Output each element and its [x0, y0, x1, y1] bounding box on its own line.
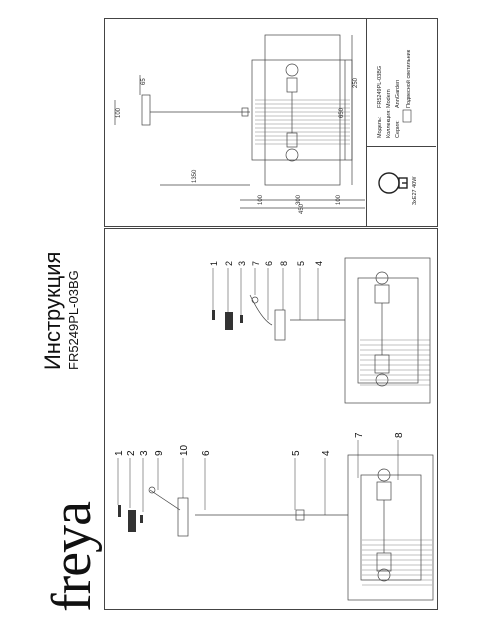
- dim-250: 250: [353, 77, 359, 88]
- assembly-view-lower: [148, 454, 434, 601]
- dim-1350: 1350: [192, 169, 198, 183]
- callout-r-7: 7: [251, 261, 261, 266]
- callout-leaders: [117, 268, 399, 515]
- hardware-upper: [212, 310, 243, 330]
- callout-l-7: 7: [354, 432, 365, 438]
- info-series-label: Серия:: [395, 120, 401, 138]
- callout-l-4: 4: [321, 450, 332, 456]
- callout-r-5: 5: [296, 261, 306, 266]
- hardware-lower: [118, 505, 143, 532]
- info-series-value: AnnGarden: [395, 80, 401, 108]
- info-type-value: Подвесной светильник: [405, 49, 412, 108]
- callout-r-4: 4: [314, 261, 324, 266]
- info-collection-value: Modern: [386, 89, 392, 108]
- callout-l-9: 9: [154, 450, 165, 456]
- dim-650: 650: [339, 107, 345, 118]
- info-model-value: FR5249PL-03BG: [377, 66, 383, 108]
- callout-l-5: 5: [291, 450, 302, 456]
- info-divider: [366, 146, 436, 147]
- callout-r-1: 1: [209, 261, 219, 266]
- dim-450: 450: [299, 203, 305, 214]
- dim-65: 65: [141, 78, 147, 85]
- callout-r-6: 6: [264, 261, 274, 266]
- callout-r-2: 2: [224, 261, 234, 266]
- callout-r-3: 3: [237, 261, 247, 266]
- dim-300: 300: [296, 194, 302, 205]
- info-frame: [366, 18, 438, 227]
- dim-100c: 100: [116, 107, 122, 118]
- callout-l-8: 8: [394, 432, 405, 438]
- info-collection-label: Коллекция:: [386, 109, 392, 138]
- callout-l-2: 2: [126, 450, 137, 456]
- assembly-frame: [104, 228, 438, 610]
- callout-r-8: 8: [279, 261, 289, 266]
- callout-l-1: 1: [114, 450, 125, 456]
- callout-l-6: 6: [201, 450, 212, 456]
- pendant-icon: [402, 109, 412, 123]
- callout-l-10: 10: [179, 444, 190, 456]
- dim-100b: 100: [336, 194, 342, 205]
- info-model-label: Модель:: [377, 116, 383, 138]
- assembly-view-upper: [249, 257, 431, 404]
- lamp-spec: 3xE27 40W: [412, 176, 418, 205]
- bulb-icon: [378, 172, 408, 194]
- callout-l-3: 3: [139, 450, 150, 456]
- info-panel: Модель: FR5249PL-03BG Коллекция: Modern …: [377, 49, 412, 138]
- dim-100a: 100: [258, 194, 264, 205]
- dimension-view: [114, 34, 365, 209]
